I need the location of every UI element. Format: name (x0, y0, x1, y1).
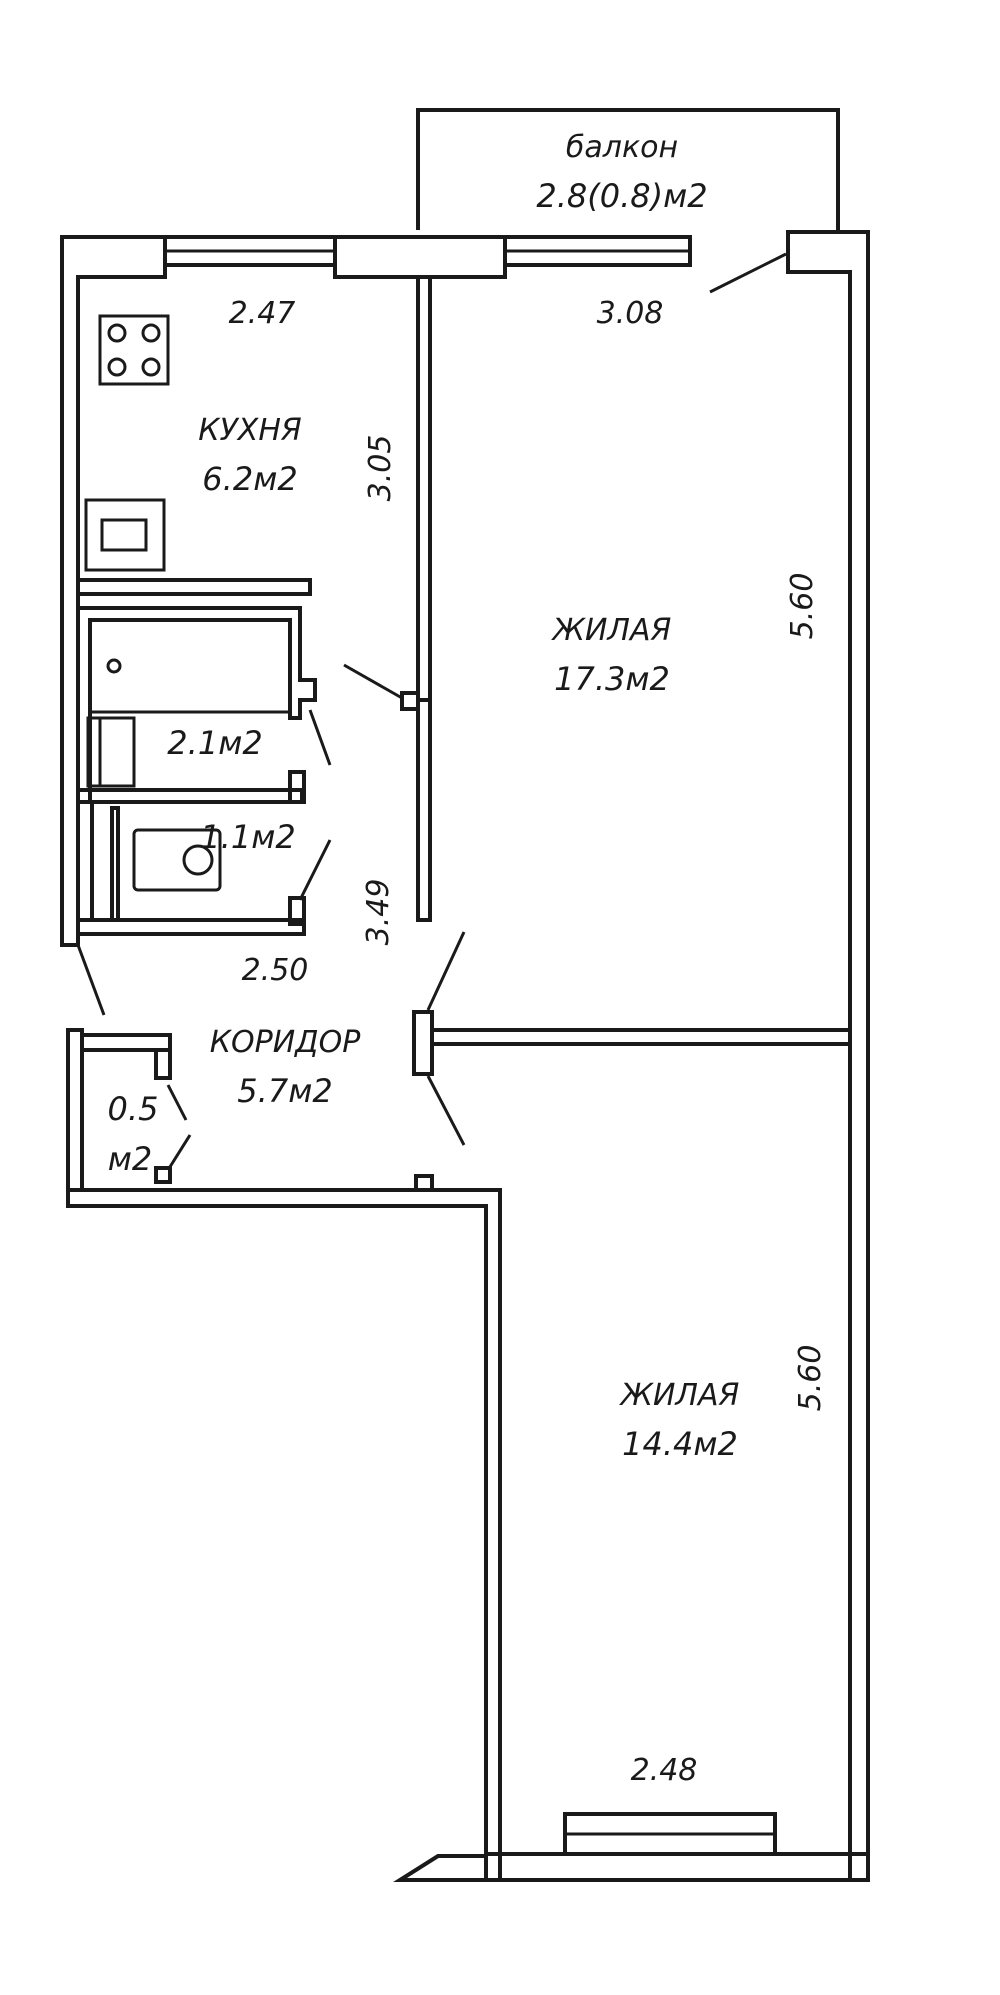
corridor-length-dim: 3.49 (361, 879, 396, 946)
bathroom-area: 2.1м2 (167, 724, 262, 762)
kitchen-name: КУХНЯ (198, 413, 302, 448)
bathtub-icon (88, 618, 292, 714)
living-small-area: 14.4м2 (622, 1425, 738, 1463)
kitchen-living-partition (343, 275, 432, 922)
balcony-area: 2.8(0.8)м2 (536, 177, 707, 215)
corridor-area: 5.7м2 (237, 1072, 332, 1110)
balcony-door (709, 252, 787, 294)
living-small-name: ЖИЛАЯ (619, 1378, 740, 1413)
living-small-width-dim: 2.48 (631, 1753, 698, 1788)
sink-icon (84, 498, 166, 572)
toilet-room (76, 800, 332, 936)
living-small-height-dim: 5.60 (793, 1345, 828, 1412)
toilet-icon (132, 828, 222, 892)
corridor-width-dim: 2.50 (242, 953, 309, 988)
balcony-name: балкон (566, 130, 678, 165)
kitchen-height-dim: 3.05 (363, 435, 398, 502)
top-wall (60, 230, 870, 1882)
kitchen-bottom-wall (76, 578, 312, 596)
closet-area-unit: м2 (108, 1140, 153, 1178)
corridor-name: КОРИДОР (210, 1025, 361, 1060)
toilet-area: 1.1м2 (200, 818, 295, 856)
living-large-width-dim: 3.08 (597, 296, 664, 331)
closet-area-value: 0.5 (108, 1090, 159, 1128)
balcony (416, 108, 840, 230)
washbasin-icon (86, 716, 136, 788)
kitchen-fixtures (84, 314, 170, 572)
stove-icon (98, 314, 170, 386)
kitchen-area: 6.2м2 (202, 460, 297, 498)
living-large-name: ЖИЛАЯ (551, 613, 672, 648)
living-partition (412, 931, 852, 1146)
living-large-area: 17.3м2 (554, 660, 670, 698)
kitchen-width-dim: 2.47 (229, 296, 296, 331)
living-large-height-dim: 5.60 (785, 573, 820, 640)
bottom-wall (393, 1812, 870, 1882)
bathroom (76, 606, 332, 804)
